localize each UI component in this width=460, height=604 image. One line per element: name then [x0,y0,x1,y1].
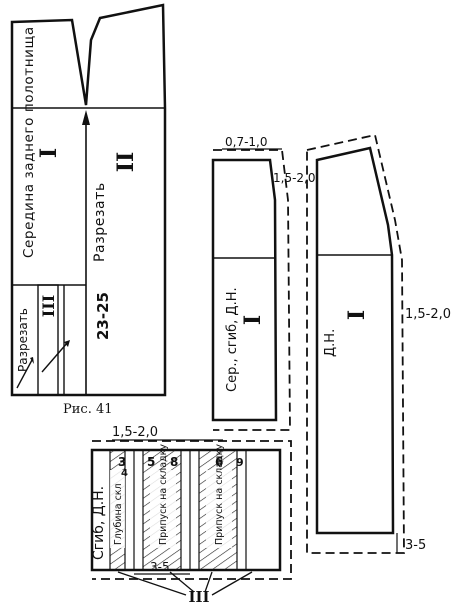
label-center-back: Середина заднего полотнища [21,26,37,258]
stripe-label-1: Глубина скл [113,483,124,545]
piece-1-small-allowance [213,149,291,431]
piece-3: 1,5-2,0 Сгиб, Д.Н. 3 4 5 8 6 9 Глубина с… [90,425,292,604]
piece-3-arrowhead-icon [64,340,70,347]
cut-lower-arrow-icon [16,359,33,389]
stripe-3-text-bg [206,470,232,548]
piece-1-small-label-roman: I [240,315,266,325]
piece-1-large-label-dn: Д.Н. [323,329,338,357]
piece-1-small-label-fold: Сер., сгиб, Д.Н. [225,287,240,392]
piece-3-dim-bottom: 3-5 [150,560,170,574]
label-cut: Разрезать [92,182,108,262]
piece-3-strip [37,284,59,396]
seg-2-num: 5 [147,455,155,469]
piece-1-large-dim-side: 1,5-2,0 [405,307,451,322]
piece-1-large-allowance [306,133,405,554]
stripe-2-text-bg [150,470,176,548]
piece-3-label-fold: Сгиб, Д.Н. [91,486,107,560]
label-piece-2: II [113,152,139,173]
arrow-to-stripe-3-icon [204,571,213,593]
stripe-1-text-bg [110,470,125,548]
piece-3-dim-top: 1,5-2,0 [112,425,158,440]
cut-lower-arrowhead-icon [30,357,34,364]
piece-1-small-dim-side: 1,5-2,0 [273,171,316,185]
piece-1-small: 0,7-1,0 1,5-2,0 Сер., сгиб, Д.Н. I [211,135,316,431]
seg-1-den: 4 [121,468,128,479]
piece-3-allowance [92,440,292,580]
main-pattern: Середина заднего полотнища Разрезать Раз… [10,3,167,397]
label-piece-3: III [39,295,58,317]
piece-1-small-outline [211,158,278,422]
arrow-to-stripe-4-icon [211,571,253,596]
piece-3-outline [90,448,282,572]
seg-1-num: 3 [118,455,126,469]
piece-1-small-dim-top: 0,7-1,0 [225,135,268,149]
piece-3-label-roman: III [188,588,209,604]
label-piece-1: I [36,148,62,158]
arrow-to-stripe-2-icon [169,571,195,593]
seg-2-den: 8 [170,455,178,469]
cut-arrow-icon [82,110,90,125]
label-cut-lower: Разрезать [16,308,30,372]
stripe-label-3: Припуск на складку [214,444,225,545]
arrow-to-stripe-1-icon [117,571,187,596]
seg-3-den: 9 [236,456,244,469]
dart-line [71,19,92,106]
stripe-label-2: Припуск на складку [158,444,169,545]
piece-1-large-dim-bottom: 3-5 [405,538,426,553]
seg-3-num: 6 [215,455,223,469]
dimension-23-25: 23-25 [94,292,112,340]
piece-1-large-label-roman: I [344,310,370,320]
piece-3-arrow-icon [41,341,69,373]
figure-caption: Рис. 41 [63,402,113,417]
piece-1-large: 1,5-2,0 3-5 Д.Н. I [306,133,451,554]
